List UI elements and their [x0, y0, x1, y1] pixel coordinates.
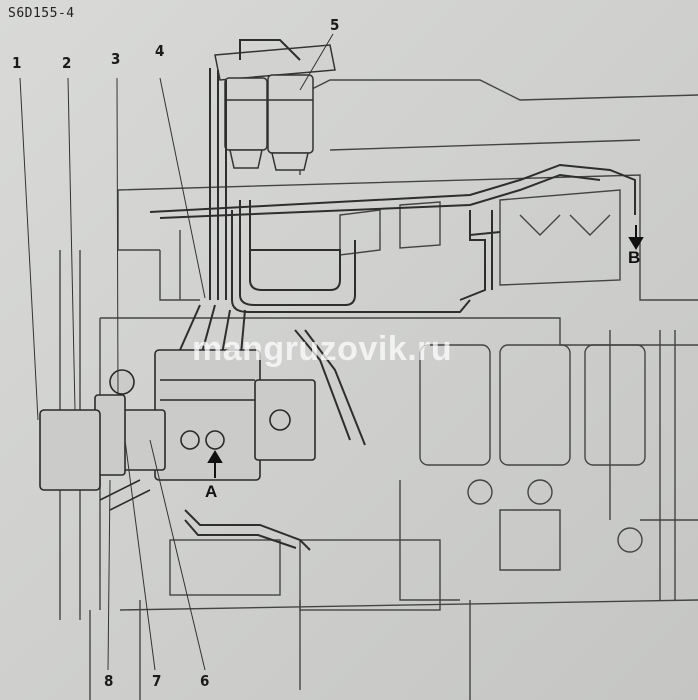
callout-2: 2	[62, 54, 72, 72]
callout-8: 8	[104, 672, 114, 690]
watermark-text: mangruzovik.ru	[192, 330, 453, 368]
callout-1: 1	[12, 54, 22, 72]
leader-lines	[19, 33, 334, 671]
callout-3: 3	[111, 50, 121, 68]
document-code: S6D155-4	[8, 6, 75, 21]
callout-7: 7	[152, 672, 162, 690]
flow-arrows	[207, 225, 644, 478]
fuel-filter-assembly	[214, 44, 336, 171]
callout-4: 4	[155, 42, 165, 60]
callout-5: 5	[330, 16, 340, 34]
flow-label-a: A	[205, 482, 218, 501]
flow-label-b: B	[628, 248, 641, 267]
callout-6: 6	[200, 672, 210, 690]
fuel-lines	[149, 39, 636, 551]
